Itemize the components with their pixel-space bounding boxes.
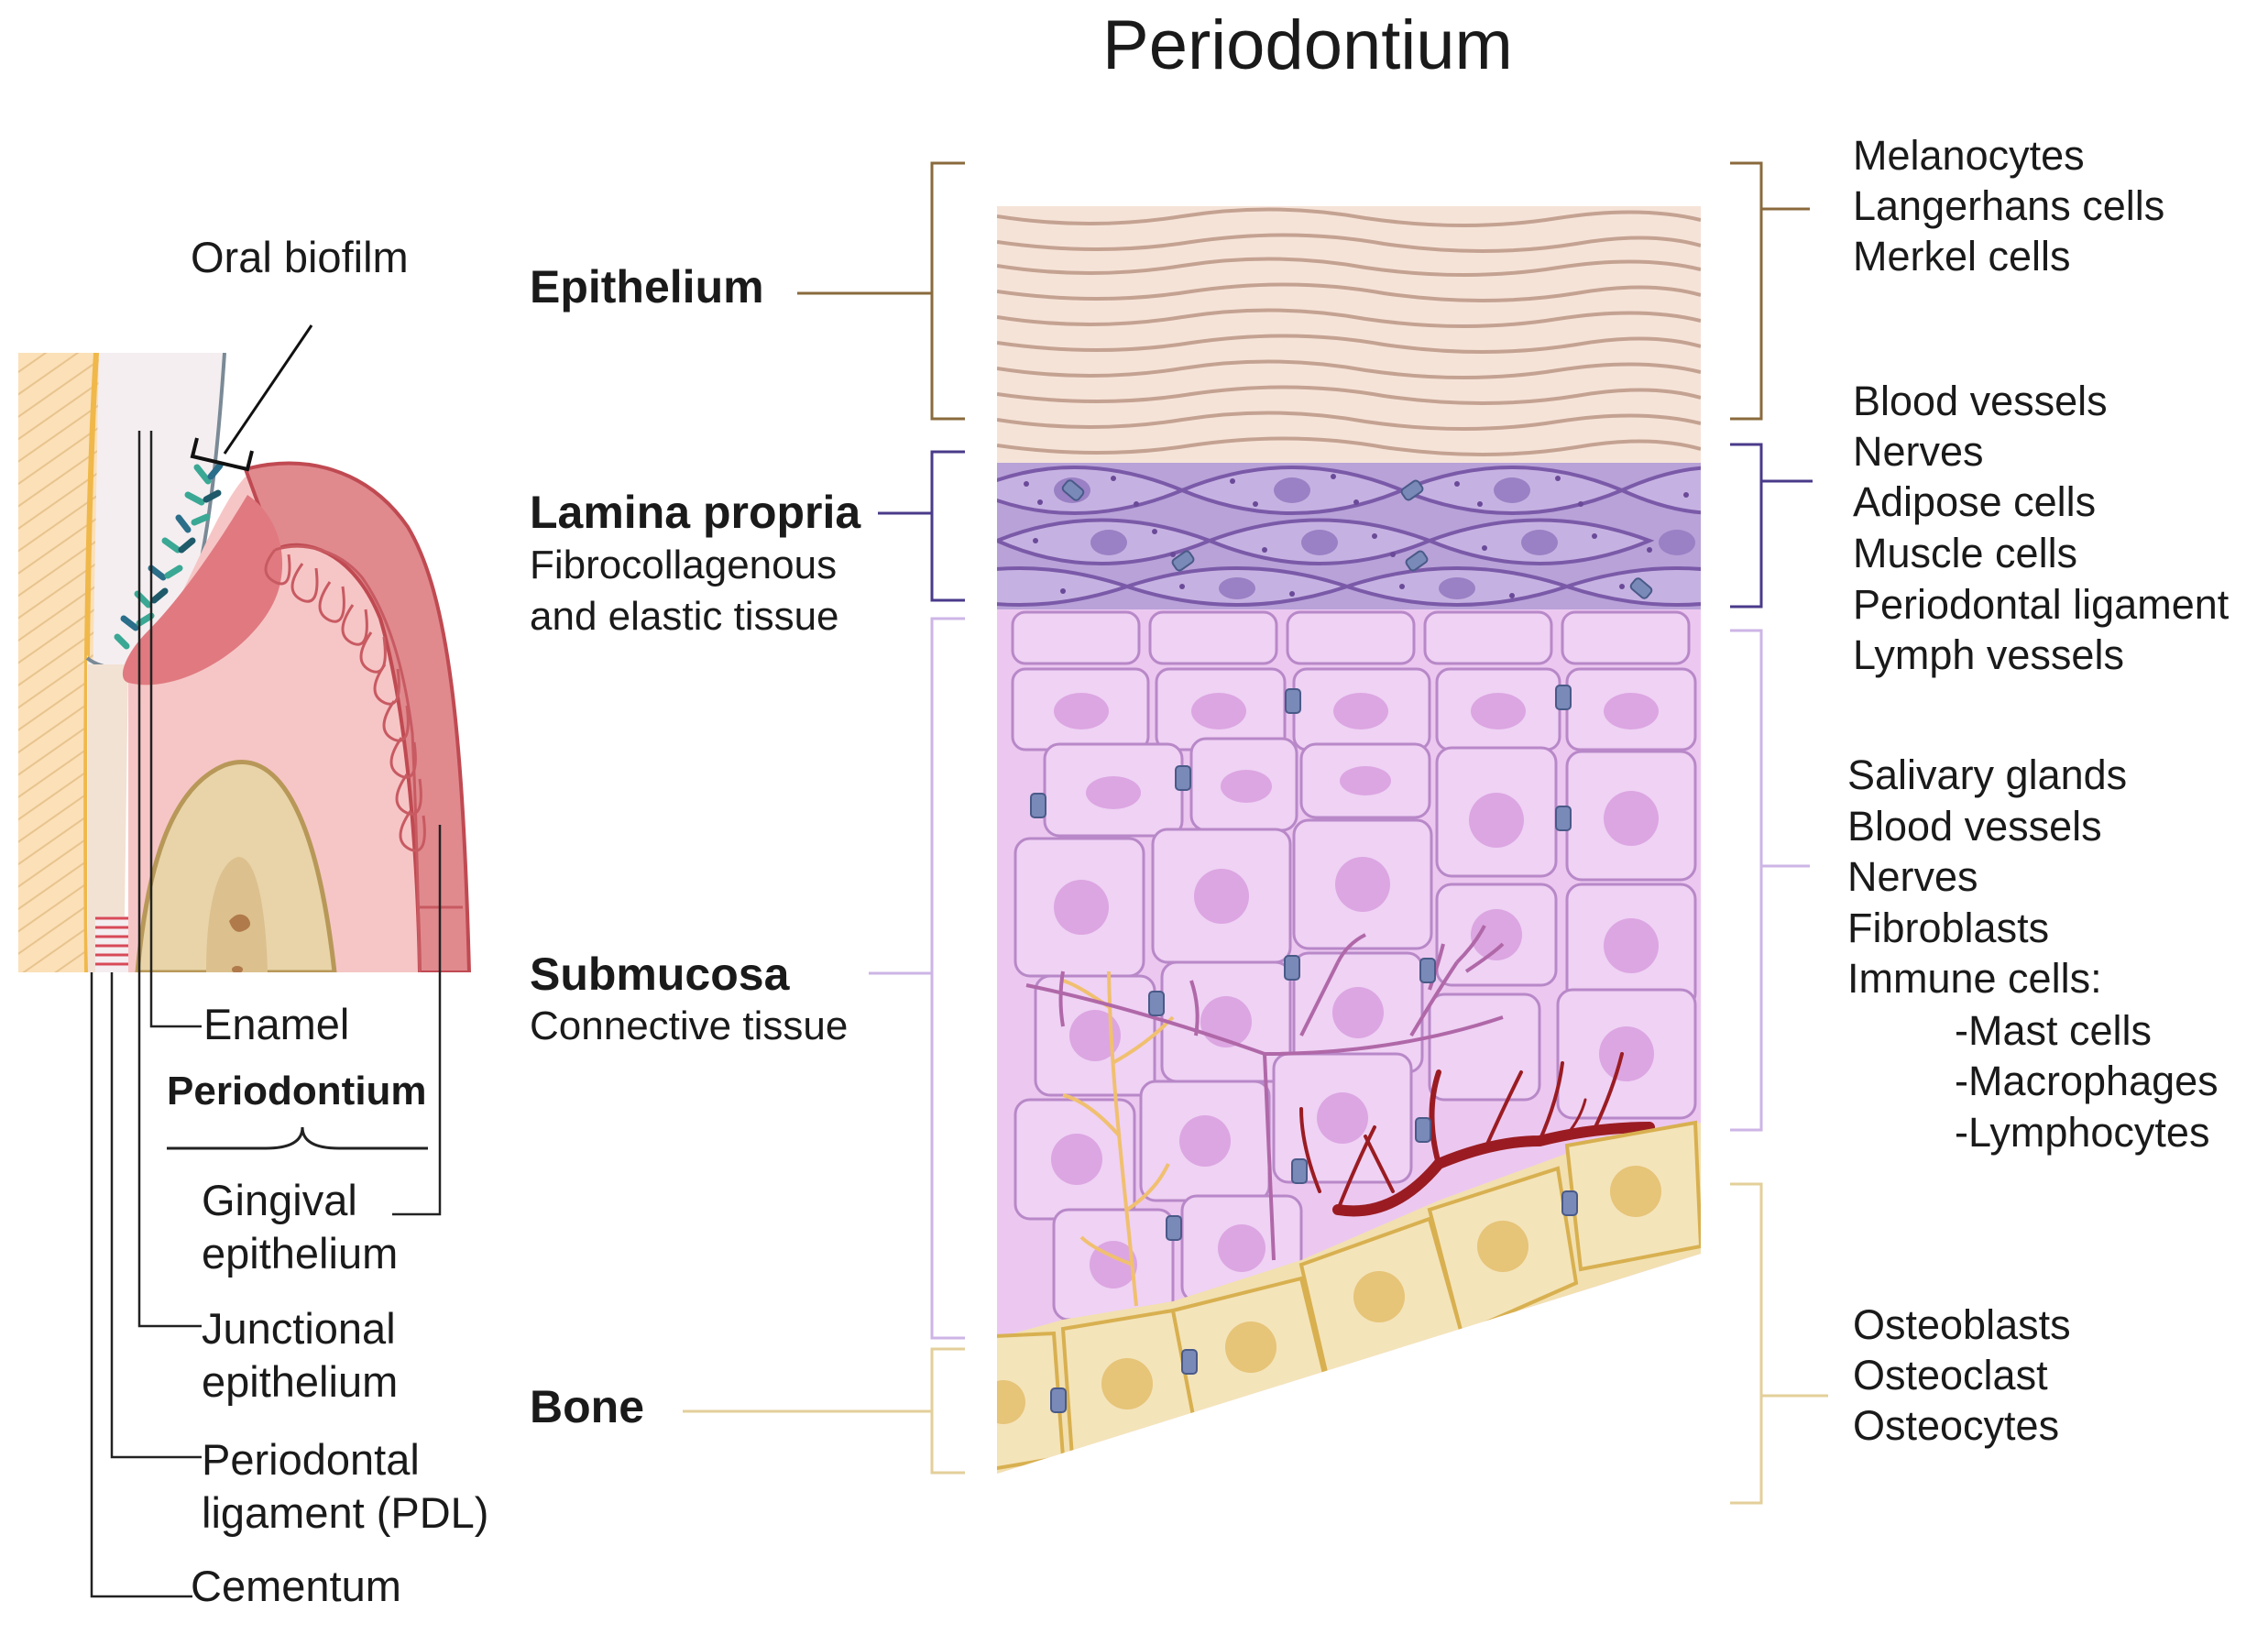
label-junctional-2: epithelium	[202, 1357, 399, 1406]
tooth-cross-section	[18, 353, 472, 972]
epithelium-strata	[997, 207, 1701, 456]
label-gingival-2: epithelium	[202, 1229, 399, 1278]
cell-item: Osteocytes	[1853, 1402, 2060, 1449]
layer-bone-name: Bone	[530, 1381, 644, 1432]
cell-item: Adipose cells	[1853, 478, 2097, 525]
layer-submucosa-name: Submucosa	[530, 949, 790, 1000]
lamina-nuclei	[1054, 477, 1695, 599]
cell-item: Nerves	[1853, 428, 1984, 475]
cell-item: Langerhans cells	[1853, 182, 2165, 229]
cell-item: -Macrophages	[1955, 1058, 2219, 1104]
cell-item: Nerves	[1847, 853, 1978, 900]
cell-item: -Mast cells	[1955, 1007, 2153, 1054]
layer-lamina-sub-2: and elastic tissue	[530, 594, 839, 639]
page-title: Periodontium	[1102, 6, 1513, 84]
label-oral-biofilm: Oral biofilm	[191, 233, 409, 281]
label-periodontium-small: Periodontium	[167, 1069, 427, 1113]
cell-item: Immune cells:	[1847, 955, 2102, 1002]
submucosa-nuclei	[1051, 693, 1659, 1289]
label-cementum: Cementum	[191, 1562, 401, 1610]
enamel-region	[87, 353, 225, 972]
cell-item: Osteoclast	[1853, 1352, 2048, 1398]
layer-lamina-name: Lamina propria	[530, 487, 861, 538]
cell-item: -Lymphocytes	[1955, 1109, 2210, 1156]
label-enamel: Enamel	[203, 1000, 350, 1048]
cell-junctions	[1030, 479, 1653, 1413]
cell-item: Osteoblasts	[1853, 1301, 2071, 1348]
label-junctional-1: Junctional	[202, 1304, 396, 1353]
layer-submucosa-sub: Connective tissue	[530, 1003, 849, 1048]
cell-item: Melanocytes	[1853, 132, 2085, 179]
cell-item: Lymph vessels	[1853, 631, 2124, 678]
cell-item: Periodontal ligament	[1853, 581, 2230, 628]
gingival-epithelium	[243, 461, 472, 972]
tooth-leader-lines	[90, 431, 442, 1598]
pdl-lines	[95, 916, 130, 966]
blood-vessel	[1299, 1052, 1655, 1217]
lamina-granules	[1024, 474, 1689, 598]
label-pdl-2: ligament (PDL)	[202, 1488, 489, 1537]
biofilm-bacteria	[114, 462, 224, 650]
layer-lamina-sub-1: Fibrocollagenous	[530, 543, 838, 587]
label-pdl-1: Periodontal	[202, 1435, 420, 1484]
rete-ridges	[264, 549, 426, 852]
layer-epithelium-name: Epithelium	[530, 261, 764, 313]
bone-nuclei	[997, 1166, 1661, 1424]
capillaries	[1025, 925, 1505, 1261]
cell-item: Blood vessels	[1847, 803, 2102, 850]
cell-item: Fibroblasts	[1847, 905, 2050, 951]
cell-item: Merkel cells	[1853, 233, 2071, 280]
layer-brackets	[683, 161, 1828, 1505]
cell-item: Blood vessels	[1853, 378, 2108, 424]
biofilm-bracket	[190, 437, 254, 472]
biofilm-leader	[223, 324, 313, 455]
cell-item: Muscle cells	[1853, 530, 2078, 576]
cell-item: Salivary glands	[1847, 751, 2128, 798]
label-gingival-1: Gingival	[202, 1176, 357, 1224]
periodontium-brace	[167, 1126, 428, 1150]
tissue-block	[997, 206, 1701, 1474]
